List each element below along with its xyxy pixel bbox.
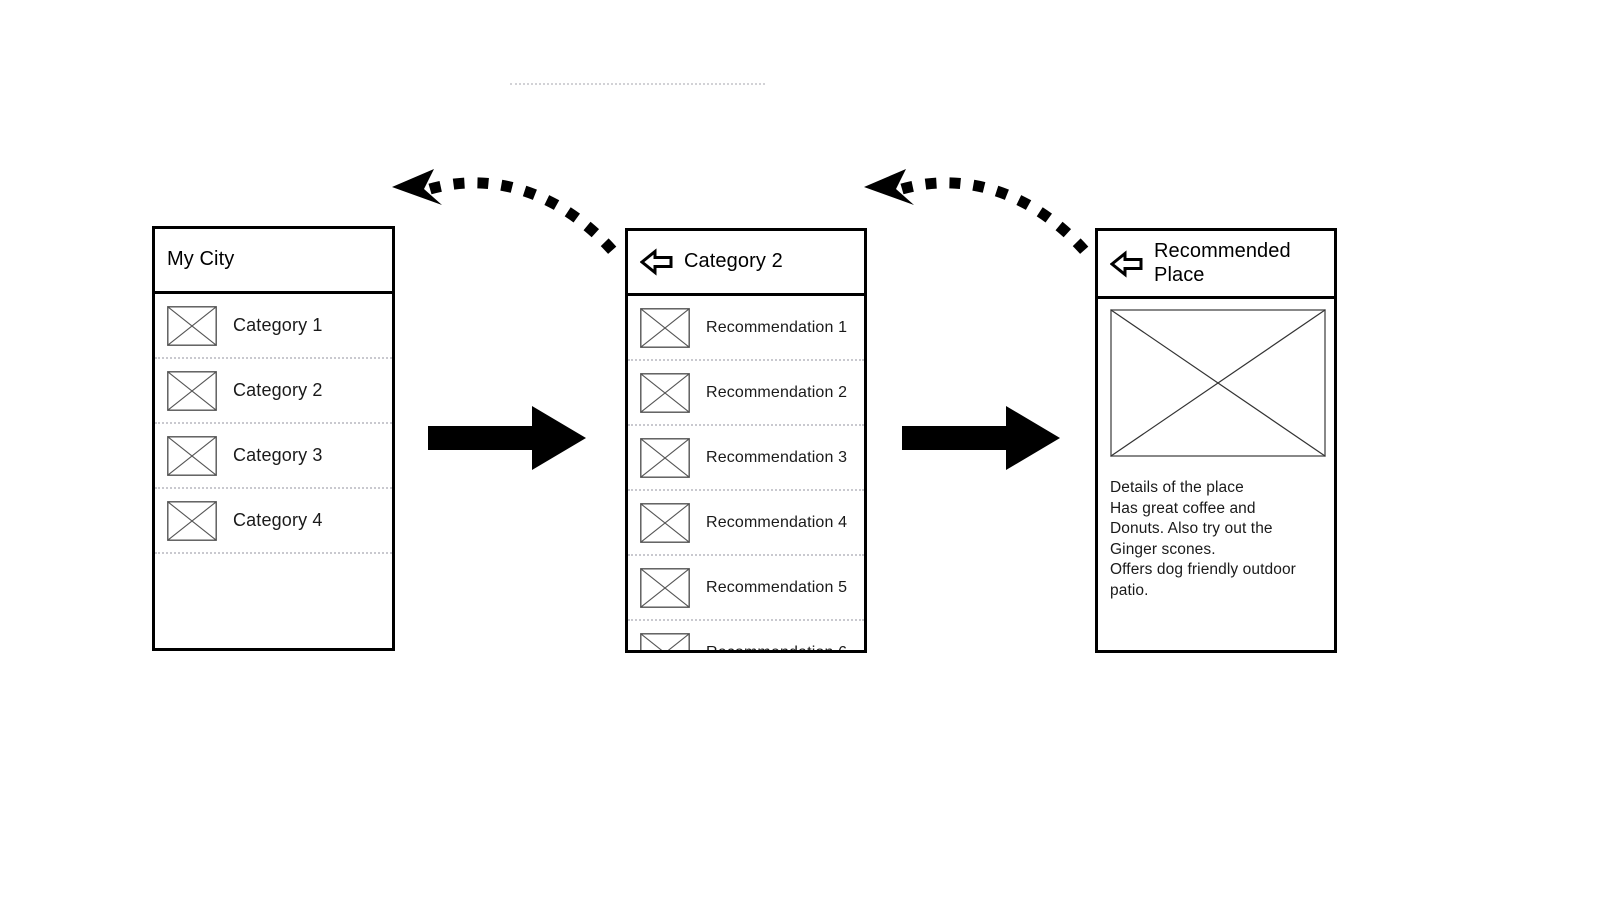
image-placeholder-icon — [1110, 309, 1326, 457]
list-item[interactable]: Recommendation 2 — [628, 361, 864, 426]
list-item-label: Recommendation 5 — [706, 578, 848, 596]
list-item-label: Recommendation 6 — [706, 643, 848, 653]
image-placeholder-icon — [640, 502, 690, 543]
list-item-label: Recommendation 1 — [706, 318, 848, 336]
list-item[interactable]: Recommendation 5 — [628, 556, 864, 621]
list-item-label: Category 1 — [233, 315, 323, 335]
phone-screen-category-2: Category 2 Recommendation 1 Recommendati… — [625, 228, 867, 653]
list-item[interactable]: Recommendation 1 — [628, 296, 864, 361]
page-title: My City — [167, 248, 235, 271]
image-placeholder-icon — [640, 632, 690, 650]
list-item-label: Recommendation 2 — [706, 383, 848, 401]
panel-header-category-2: Category 2 — [628, 231, 864, 296]
page-title: Category 2 — [684, 250, 783, 273]
image-placeholder-icon — [640, 307, 690, 348]
image-placeholder-icon — [167, 370, 217, 411]
page-title: Recommended Place — [1154, 239, 1291, 286]
phone-screen-recommended-place: Recommended Place Details of the place H… — [1095, 228, 1337, 653]
list-item[interactable]: Recommendation 4 — [628, 491, 864, 556]
forward-arrow-my-city-to-category-2 — [428, 406, 586, 470]
forward-arrow-category-2-to-recommended-place — [902, 406, 1060, 470]
panel-header-my-city: My City — [155, 229, 392, 294]
image-placeholder-icon — [167, 435, 217, 476]
image-placeholder-icon — [167, 500, 217, 541]
back-arrow-icon[interactable] — [640, 248, 674, 276]
top-guide-dotted-line — [510, 83, 765, 85]
list-item[interactable]: Category 3 — [155, 424, 392, 489]
panel-header-recommended-place: Recommended Place — [1098, 231, 1334, 299]
list-item[interactable]: Category 4 — [155, 489, 392, 554]
image-placeholder-icon — [640, 372, 690, 413]
image-placeholder-icon — [640, 437, 690, 478]
list-item-label: Category 4 — [233, 510, 323, 530]
phone-screen-my-city: My City Category 1 Category 2 — [152, 226, 395, 651]
category-list: Category 1 Category 2 Category 3 — [155, 294, 392, 554]
list-item[interactable]: Recommendation 6 — [628, 621, 864, 653]
list-item[interactable]: Category 1 — [155, 294, 392, 359]
back-arrow-icon[interactable] — [1110, 249, 1144, 278]
back-arrow-recommended-place-to-category-2 — [864, 169, 1095, 261]
list-item-label: Category 2 — [233, 380, 323, 400]
list-item[interactable]: Category 2 — [155, 359, 392, 424]
recommendation-list: Recommendation 1 Recommendation 2 Recomm… — [628, 296, 864, 653]
list-item-label: Category 3 — [233, 445, 323, 465]
list-item-label: Recommendation 4 — [706, 513, 848, 531]
place-detail-body: Details of the place Has great coffee an… — [1098, 299, 1334, 601]
image-placeholder-icon — [640, 567, 690, 608]
list-item-label: Recommendation 3 — [706, 448, 848, 466]
back-arrow-category-2-to-my-city — [392, 169, 623, 261]
list-item[interactable]: Recommendation 3 — [628, 426, 864, 491]
place-description: Details of the place Has great coffee an… — [1110, 479, 1296, 599]
image-placeholder-icon — [167, 305, 217, 346]
